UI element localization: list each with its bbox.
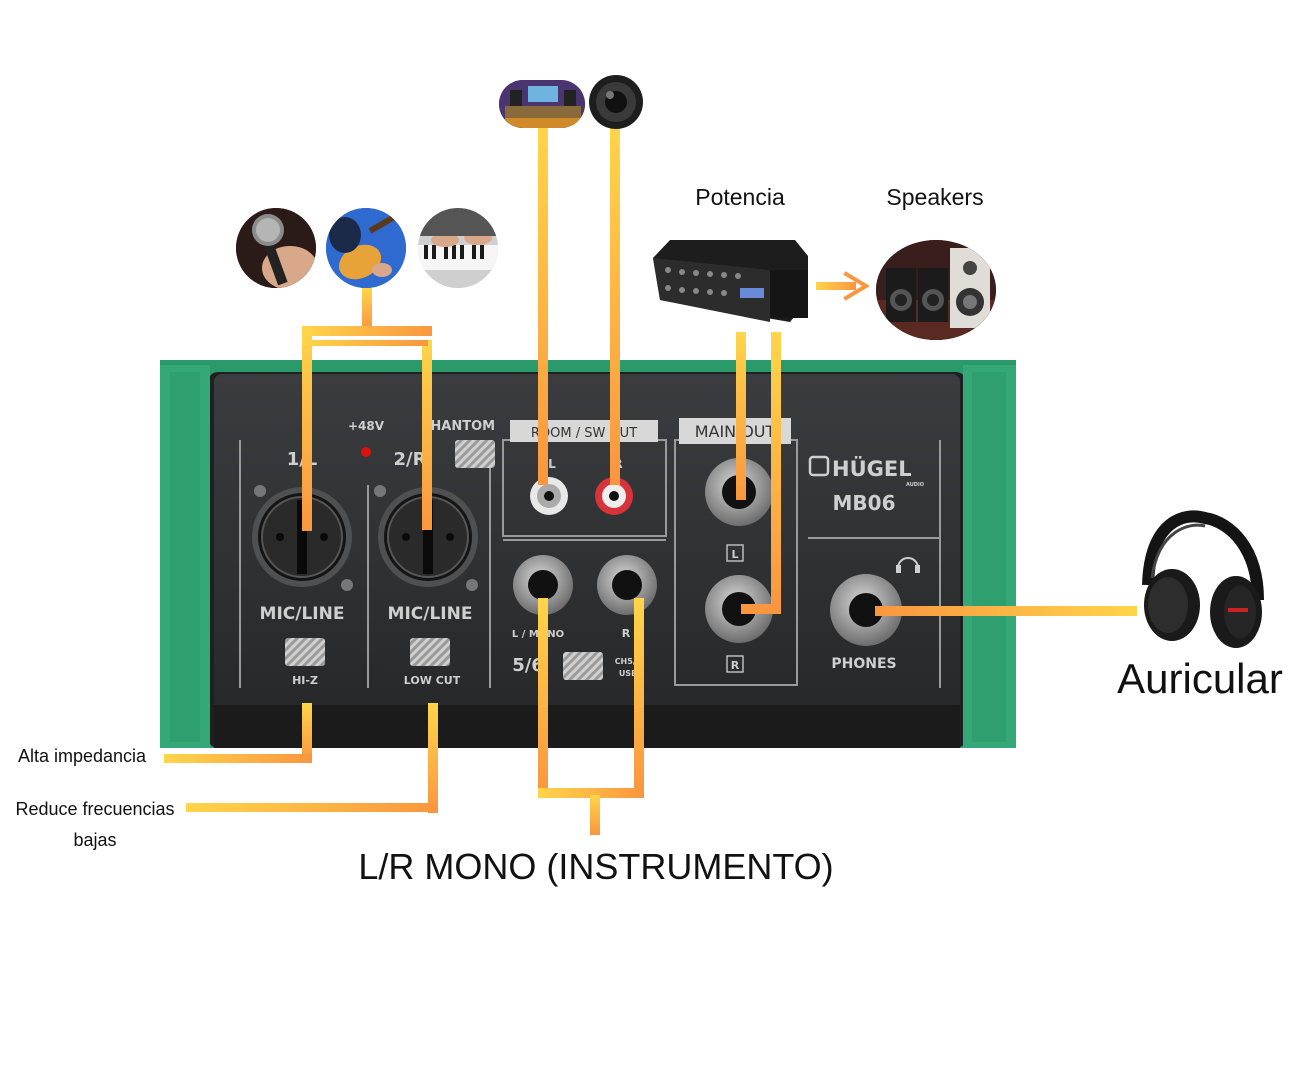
- instrument-r-jack[interactable]: [597, 555, 657, 615]
- lowcut-button[interactable]: [410, 638, 450, 666]
- rca-r-jack[interactable]: [595, 477, 633, 515]
- ch56-mode2: USB: [619, 669, 637, 678]
- main-r-label: R: [731, 659, 740, 672]
- main-out-r-jack[interactable]: [705, 575, 773, 643]
- speakers-label: Speakers: [886, 184, 983, 210]
- potencia-label: Potencia: [695, 184, 785, 210]
- keyboard-icon: [418, 208, 498, 288]
- power-amp-icon: [653, 240, 808, 322]
- phantom-led-icon: [361, 447, 371, 457]
- ch2-label: 2/R: [394, 449, 427, 470]
- model-text: MB06: [833, 491, 896, 515]
- speaker-icon: [589, 75, 643, 129]
- phones-jack[interactable]: [830, 574, 902, 646]
- micline2-label: MIC/LINE: [388, 604, 473, 624]
- studio-icon: [499, 80, 585, 128]
- combo-jack-2[interactable]: [374, 485, 478, 591]
- lowcut-label: LOW CUT: [404, 674, 461, 687]
- ch56-label: 5/6: [512, 655, 544, 676]
- speakers-icon: [876, 240, 996, 340]
- r-label: R: [622, 627, 631, 640]
- instrument-l-jack[interactable]: [513, 555, 573, 615]
- ch56-mode1: CH5/6: [615, 657, 642, 666]
- micline1-label: MIC/LINE: [260, 604, 345, 624]
- phones-symbol-icon: [896, 557, 920, 573]
- reduce-label-line2: bajas: [73, 830, 116, 850]
- auricular-label: Auricular: [1117, 655, 1283, 702]
- headphones-icon: [1142, 510, 1264, 648]
- ch56-usb-button[interactable]: [563, 652, 603, 680]
- phones-label: PHONES: [831, 656, 896, 672]
- hiz-button[interactable]: [285, 638, 325, 666]
- plus48v-label: +48V: [348, 419, 385, 433]
- connection-lines: [164, 125, 1137, 835]
- brand-sub: AUDIO: [906, 482, 924, 488]
- lr-mono-label: L/R MONO (INSTRUMENTO): [358, 846, 833, 887]
- alta-impedancia-label: Alta impedancia: [18, 746, 147, 766]
- brand-logo: HÜGEL AUDIO MB06: [808, 455, 924, 515]
- room-l-label: L: [548, 457, 556, 471]
- hiz-label: HI-Z: [292, 674, 318, 687]
- guitar-icon: [326, 208, 406, 288]
- main-l-label: L: [731, 548, 738, 561]
- rca-l-jack[interactable]: [530, 477, 568, 515]
- reduce-label-line1: Reduce frecuencias: [15, 799, 174, 819]
- annotations: Potencia Speakers Auricular Alta impedan…: [15, 184, 1282, 887]
- phantom-label: PHANTOM: [421, 419, 495, 434]
- main-out-label: MAIN OUT: [695, 422, 776, 441]
- microphone-icon: [236, 208, 316, 288]
- phantom-button[interactable]: [455, 440, 495, 468]
- brand-text: HÜGEL: [832, 456, 912, 481]
